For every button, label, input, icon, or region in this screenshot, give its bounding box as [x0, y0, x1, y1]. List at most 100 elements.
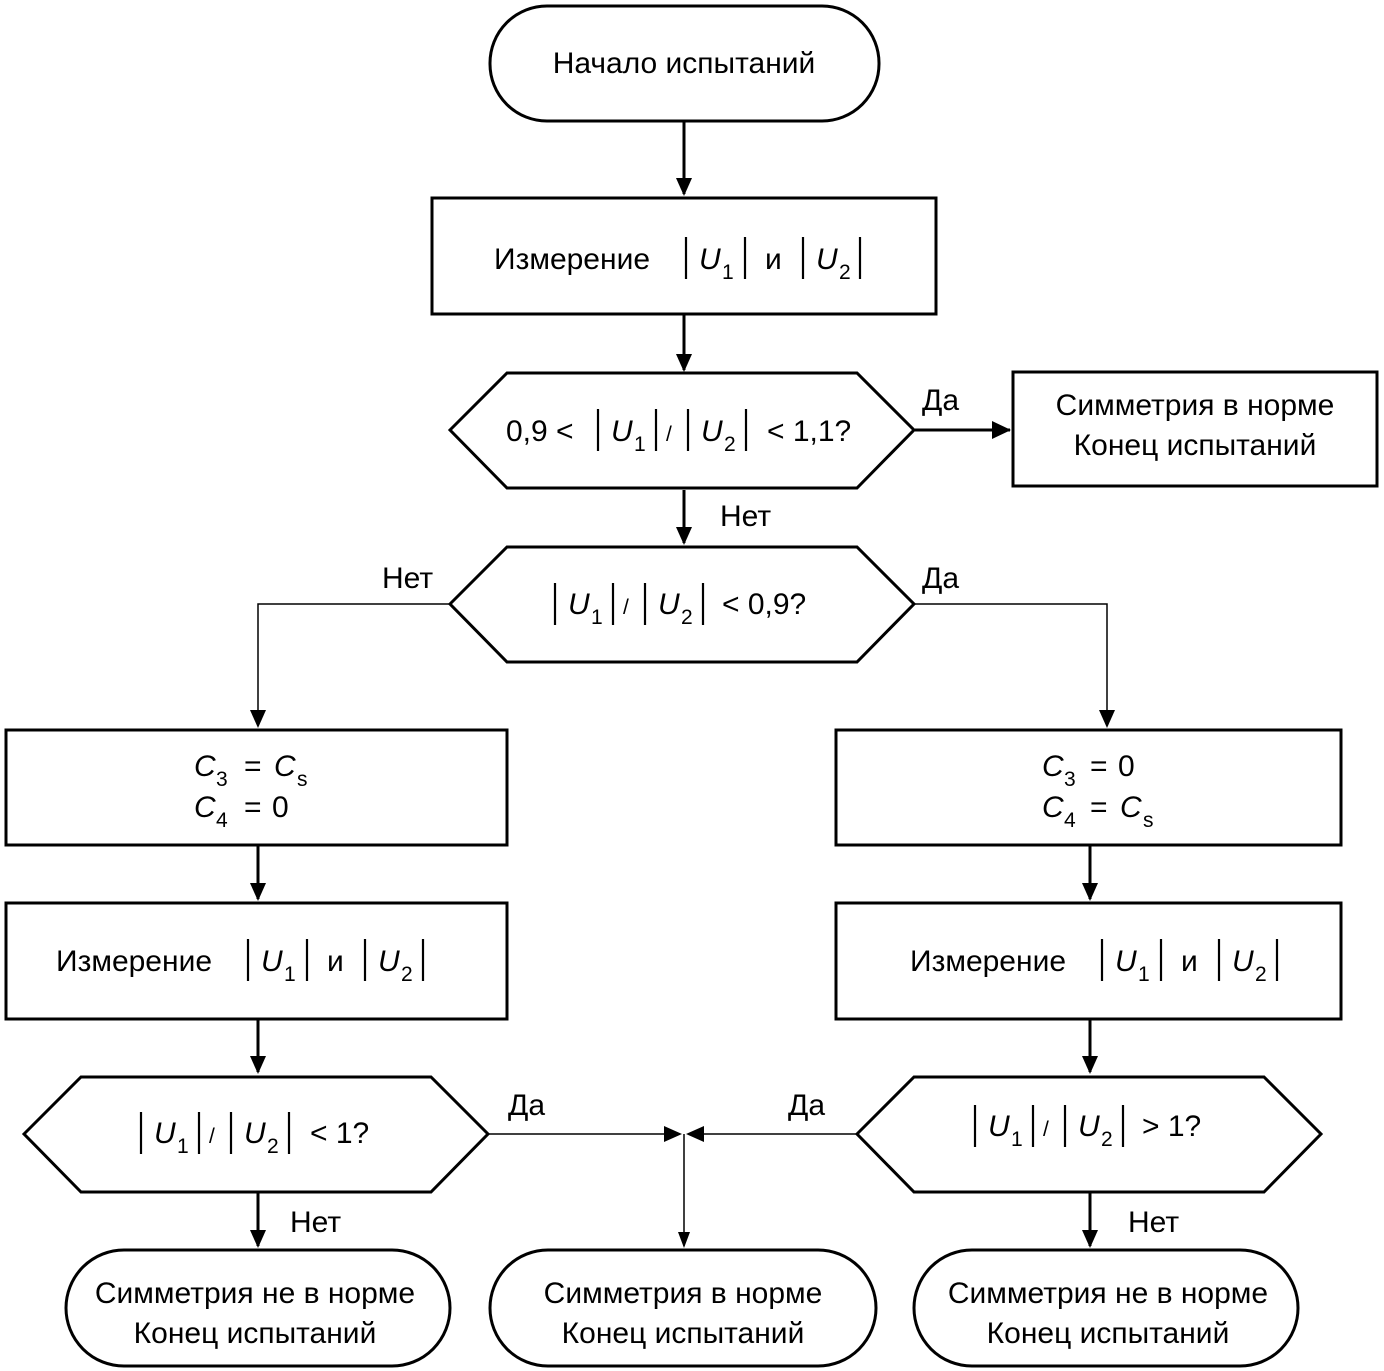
decision-ratio-less-0-9: U 1 / U 2 < 0,9?	[447, 545, 917, 664]
decision-ratio-less-1: U 1 / U 2 < 1?	[21, 1075, 491, 1194]
subscript: 1	[284, 963, 296, 986]
var-u: U	[1115, 945, 1137, 978]
arrowhead-icon	[250, 1230, 266, 1248]
subscript: 2	[724, 433, 736, 456]
arrowhead-icon	[676, 178, 692, 196]
subscript: 2	[1255, 963, 1267, 986]
arrowhead-icon	[676, 527, 692, 545]
arrowhead-icon	[1099, 710, 1115, 728]
var-c: C	[1042, 791, 1064, 824]
subscript: s	[297, 768, 308, 791]
terminal-shape	[912, 1248, 1300, 1368]
terminal-bad-left: Симметрия не в норме Конец испытаний	[64, 1248, 452, 1368]
arrowhead-icon	[678, 1232, 690, 1248]
cond2-suffix: < 0,9?	[722, 588, 806, 621]
equals: =	[1090, 750, 1108, 783]
assign-right: C 3 = 0 C 4 = C s	[834, 728, 1343, 847]
measure-label: Измерение	[910, 945, 1066, 978]
measure-label: Измерение	[494, 243, 650, 276]
edge-label-yes: Да	[922, 562, 959, 595]
result-line2: Конец испытаний	[562, 1317, 805, 1350]
subscript: 1	[1138, 963, 1150, 986]
arrowhead-icon	[250, 1056, 266, 1074]
var-u: U	[154, 1117, 176, 1150]
arrowhead-icon	[664, 1126, 682, 1142]
equals: =	[244, 750, 262, 783]
subscript: 2	[401, 963, 413, 986]
terminal-bad-right: Симметрия не в норме Конец испытаний	[912, 1248, 1300, 1368]
measure-process-top: Измерение U 1 и U 2	[430, 196, 938, 316]
var-c: C	[194, 791, 216, 824]
cond1-prefix: 0,9 <	[506, 415, 574, 448]
edge-label-no: Нет	[720, 500, 771, 533]
subscript: 3	[216, 768, 228, 791]
zero: 0	[272, 791, 289, 824]
slash: /	[1043, 1118, 1049, 1141]
arrowheads	[250, 178, 1115, 1248]
arrowhead-icon	[686, 1126, 704, 1142]
arrow-cond2-no	[257, 603, 450, 726]
equals: =	[1090, 791, 1108, 824]
arrow-cond2-yes	[915, 603, 1108, 726]
arrowhead-icon	[1082, 1230, 1098, 1248]
edge-labels: Да Нет Нет Да Да Да Нет Нет	[290, 384, 1179, 1239]
process-shape	[1011, 370, 1379, 488]
and-label: и	[765, 243, 782, 276]
var-c: C	[1120, 791, 1142, 824]
var-c: C	[274, 750, 296, 783]
decision-ratio-in-range: 0,9 < U 1 / U 2 < 1,1?	[447, 371, 917, 490]
arrowhead-icon	[1082, 1056, 1098, 1074]
result-line1: Симметрия не в норме	[95, 1277, 415, 1310]
var-u: U	[699, 243, 721, 276]
var-u: U	[1078, 1110, 1100, 1143]
cond3-suffix: < 1?	[310, 1117, 369, 1150]
measure-process-left: Измерение U 1 и U 2	[4, 901, 509, 1021]
subscript: 2	[267, 1135, 279, 1158]
terminal-shape	[488, 4, 881, 123]
var-u: U	[1232, 945, 1254, 978]
edge-label-yes: Да	[788, 1089, 825, 1122]
terminal-shape	[64, 1248, 452, 1368]
decision-shape	[447, 545, 917, 664]
subscript: 2	[681, 606, 693, 629]
result-line2: Конец испытаний	[1074, 429, 1317, 462]
arrowhead-icon	[250, 710, 266, 728]
process-shape	[834, 901, 1343, 1021]
slash: /	[666, 423, 672, 446]
measure-process-right: Измерение U 1 и U 2	[834, 901, 1343, 1021]
subscript: 1	[177, 1135, 189, 1158]
var-u: U	[988, 1110, 1010, 1143]
result-line2: Конец испытаний	[134, 1317, 377, 1350]
and-label: и	[327, 945, 344, 978]
var-u: U	[568, 588, 590, 621]
result-line1: Симметрия в норме	[1056, 389, 1335, 422]
arrowhead-icon	[1082, 883, 1098, 901]
var-u: U	[244, 1117, 266, 1150]
var-u: U	[261, 945, 283, 978]
var-c: C	[1042, 750, 1064, 783]
var-c: C	[194, 750, 216, 783]
var-u: U	[701, 415, 723, 448]
decision-shape	[447, 371, 917, 490]
decision-shape	[854, 1075, 1324, 1194]
arrowhead-icon	[250, 883, 266, 901]
subscript: 4	[1064, 809, 1076, 832]
decision-ratio-greater-1: U 1 / U 2 > 1?	[854, 1075, 1324, 1194]
decision-shape	[21, 1075, 491, 1194]
slash: /	[623, 596, 629, 619]
zero: 0	[1118, 750, 1135, 783]
subscript: 2	[1101, 1128, 1113, 1151]
terminal-ok-middle: Симметрия в норме Конец испытаний	[488, 1248, 878, 1368]
subscript: 1	[722, 261, 734, 284]
arrowhead-icon	[992, 421, 1011, 439]
var-u: U	[658, 588, 680, 621]
equals: =	[244, 791, 262, 824]
arrowhead-icon	[676, 354, 692, 372]
cond4-suffix: > 1?	[1142, 1110, 1201, 1143]
measure-label: Измерение	[56, 945, 212, 978]
start-label: Начало испытаний	[553, 47, 816, 80]
var-u: U	[611, 415, 633, 448]
result-line1: Симметрия в норме	[544, 1277, 823, 1310]
result-ok-top: Симметрия в норме Конец испытаний	[1011, 370, 1379, 488]
